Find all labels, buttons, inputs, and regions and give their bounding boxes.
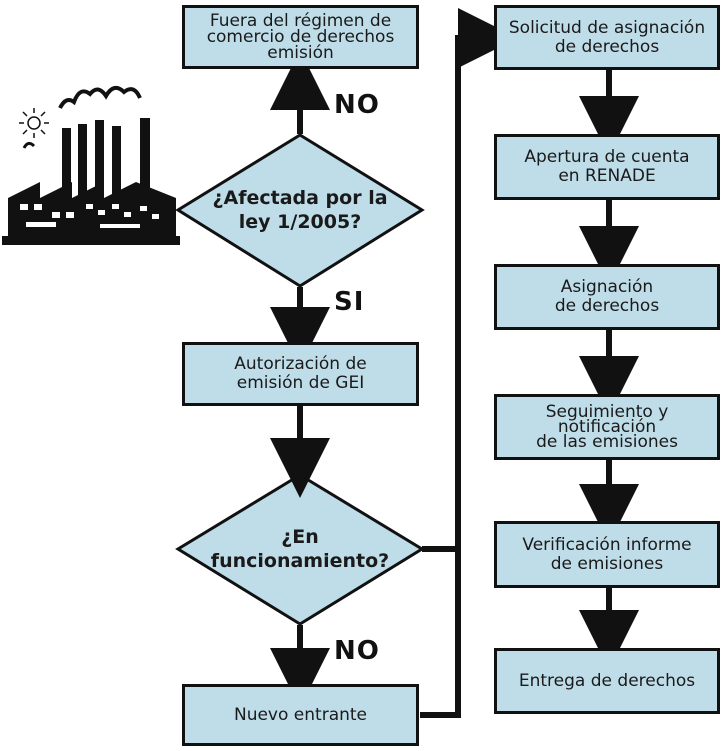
connector-nuevo-to-trunk [420, 549, 461, 718]
node-en-funcionamiento: ¿En funcionamiento? [210, 526, 390, 572]
node-nuevo-entrante: Nuevo entrante [182, 684, 419, 746]
node-asignacion: Asignación de derechos [494, 264, 720, 330]
label-si: SI [334, 287, 365, 317]
label-no-bottom: NO [334, 636, 380, 666]
label-no-top: NO [334, 90, 380, 120]
node-entrega: Entrega de derechos [494, 648, 720, 714]
node-afectada-ley: ¿Afectada por la ley 1/2005? [212, 187, 388, 233]
node-apertura-renade: Apertura de cuenta en RENADE [494, 134, 720, 200]
decision-operating-shape [175, 473, 425, 626]
node-verificacion: Verificación informe de emisiones [494, 521, 720, 588]
node-solicitud: Solicitud de asignación de derechos [494, 5, 720, 70]
node-autorizacion: Autorización de emisión de GEI [182, 342, 419, 406]
arrow-trunk-to-solicitud [455, 8, 518, 549]
node-seguimiento: Seguimiento y notificación de las emisio… [494, 394, 720, 460]
decision-affected-shape [175, 133, 425, 288]
factory-icon [2, 85, 180, 245]
node-fuera-regimen: Fuera del régimen de comercio de derecho… [182, 5, 419, 69]
